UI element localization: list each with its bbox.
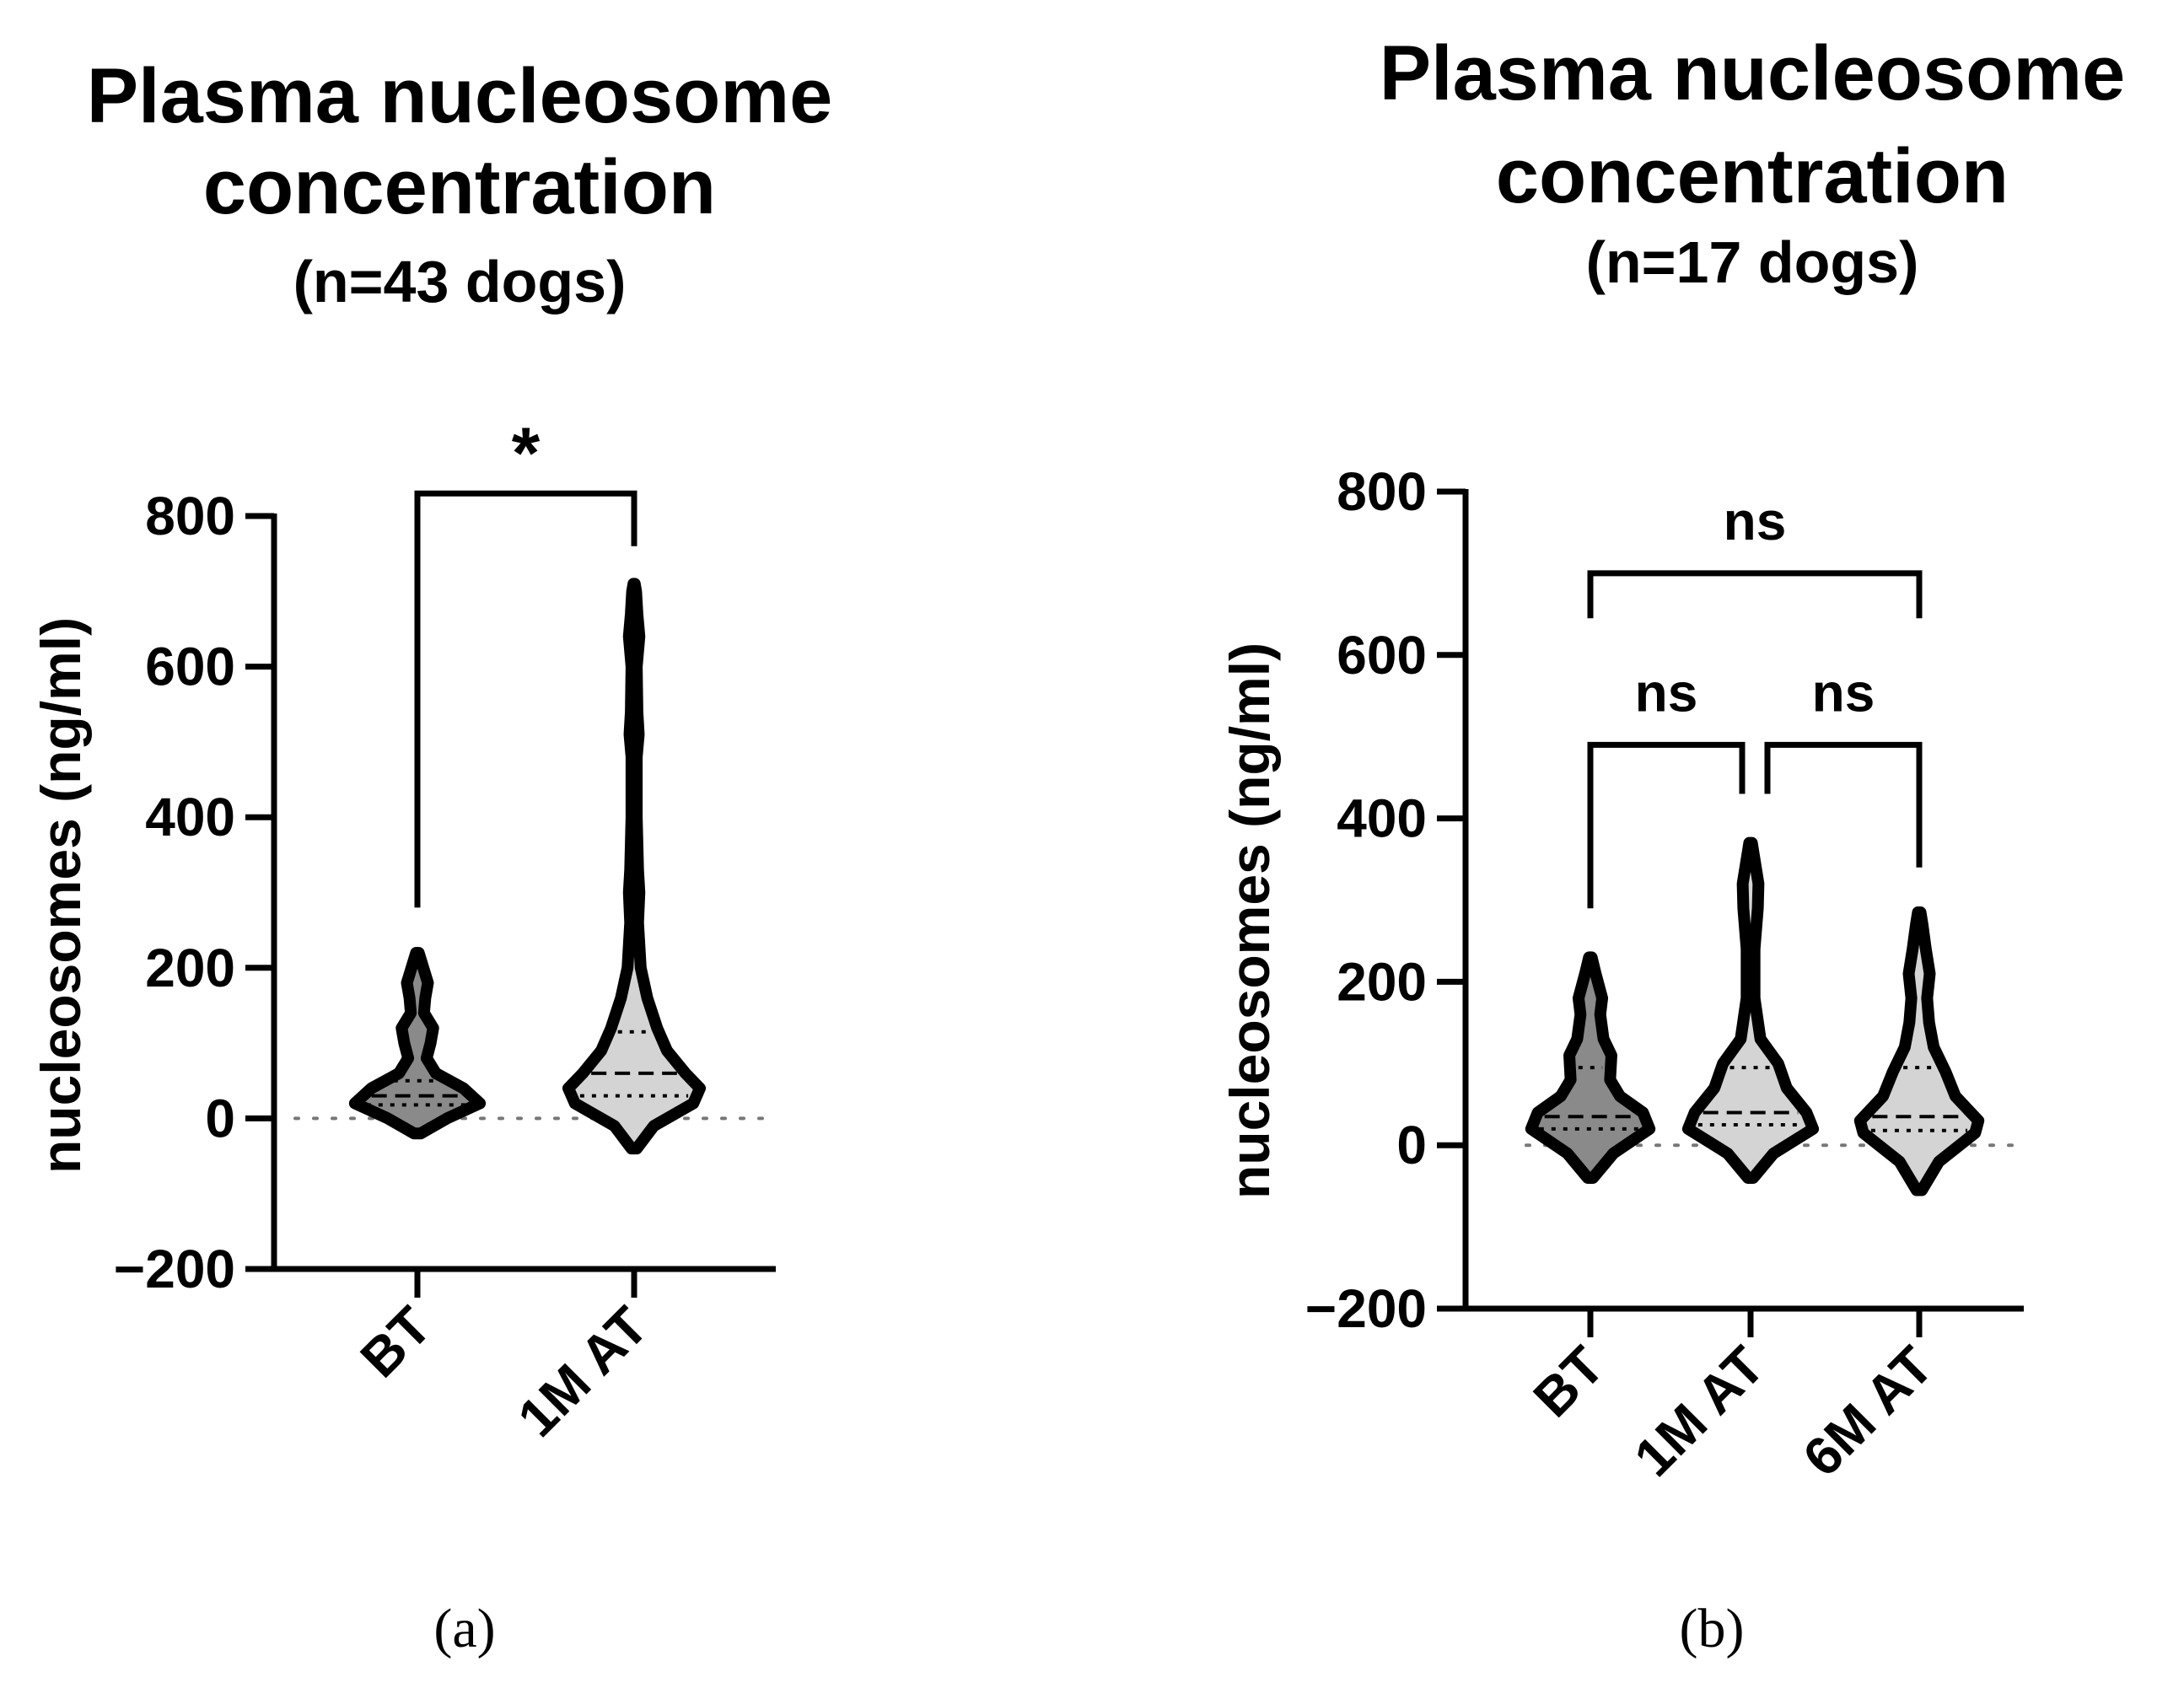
violin-b-2 [1853, 906, 1985, 1196]
significance-bracket-a-0 [414, 490, 637, 908]
panel-b-y-tick-label: 200 [1337, 951, 1427, 1012]
significance-bracket-b-1 [1587, 741, 1746, 909]
panel-b-y-tick-label: −200 [1305, 1278, 1427, 1339]
panel-a: Plasma nucleosome concentration (n=43 do… [30, 53, 832, 1659]
panel-a-y-tick-label: 800 [145, 486, 235, 546]
panel-b: Plasma nucleosome concentration (n=17 do… [1218, 30, 2125, 1659]
panel-b-x-tick-label: 1M AT [1622, 1335, 1776, 1488]
panel-b-y-axis-label: nucleosomes (ng/ml) [1218, 643, 1281, 1199]
panel-b-title-line-1: Plasma nucleosome [1380, 30, 2126, 116]
panel-a-title-line-2: concentration [203, 144, 716, 230]
panel-a-label: (a) [433, 1598, 495, 1659]
panel-a-y-tick-label: 600 [145, 637, 235, 697]
panel-b-y-tick-label: 400 [1337, 788, 1427, 849]
panel-a-y-tick-label: 400 [145, 787, 235, 847]
panel-a-y-tick-label: 200 [145, 938, 235, 998]
significance-label-b-1: ns [1635, 662, 1698, 723]
significance-bracket-b-0 [1587, 570, 1923, 619]
significance-label-b-2: ns [1812, 662, 1875, 723]
violin-a-1 [562, 578, 706, 1155]
significance-label-b-0: ns [1724, 491, 1787, 551]
panel-a-subtitle: (n=43 dogs) [293, 249, 627, 315]
significance-bracket-b-2 [1764, 741, 1923, 868]
panel-b-y-tick-label: 800 [1337, 461, 1427, 522]
panel-b-y-tick-label: 600 [1337, 625, 1427, 686]
panel-b-y-tick-label: 0 [1396, 1115, 1427, 1175]
panel-a-y-tick-label: −200 [114, 1239, 235, 1299]
panel-b-title-line-2: concentration [1496, 133, 2009, 219]
violin-b-1 [1681, 836, 1820, 1184]
violin-a-0 [348, 946, 487, 1140]
panel-b-label: (b) [1680, 1598, 1745, 1659]
panel-a-title-line-1: Plasma nucleosome [87, 53, 833, 139]
panel-b-subtitle: (n=17 dogs) [1586, 229, 1919, 295]
panel-b-x-tick-label: 6M AT [1791, 1335, 1945, 1488]
significance-label-a-0: * [512, 413, 541, 494]
panel-b-x-tick-label: BT [1522, 1335, 1616, 1428]
panel-a-y-tick-label: 0 [205, 1088, 235, 1148]
panel-a-x-tick-label: 1M AT [506, 1295, 659, 1449]
panel-a-x-tick-label: BT [349, 1295, 443, 1389]
panel-a-y-axis-label: nucleosomes (ng/ml) [30, 617, 92, 1174]
